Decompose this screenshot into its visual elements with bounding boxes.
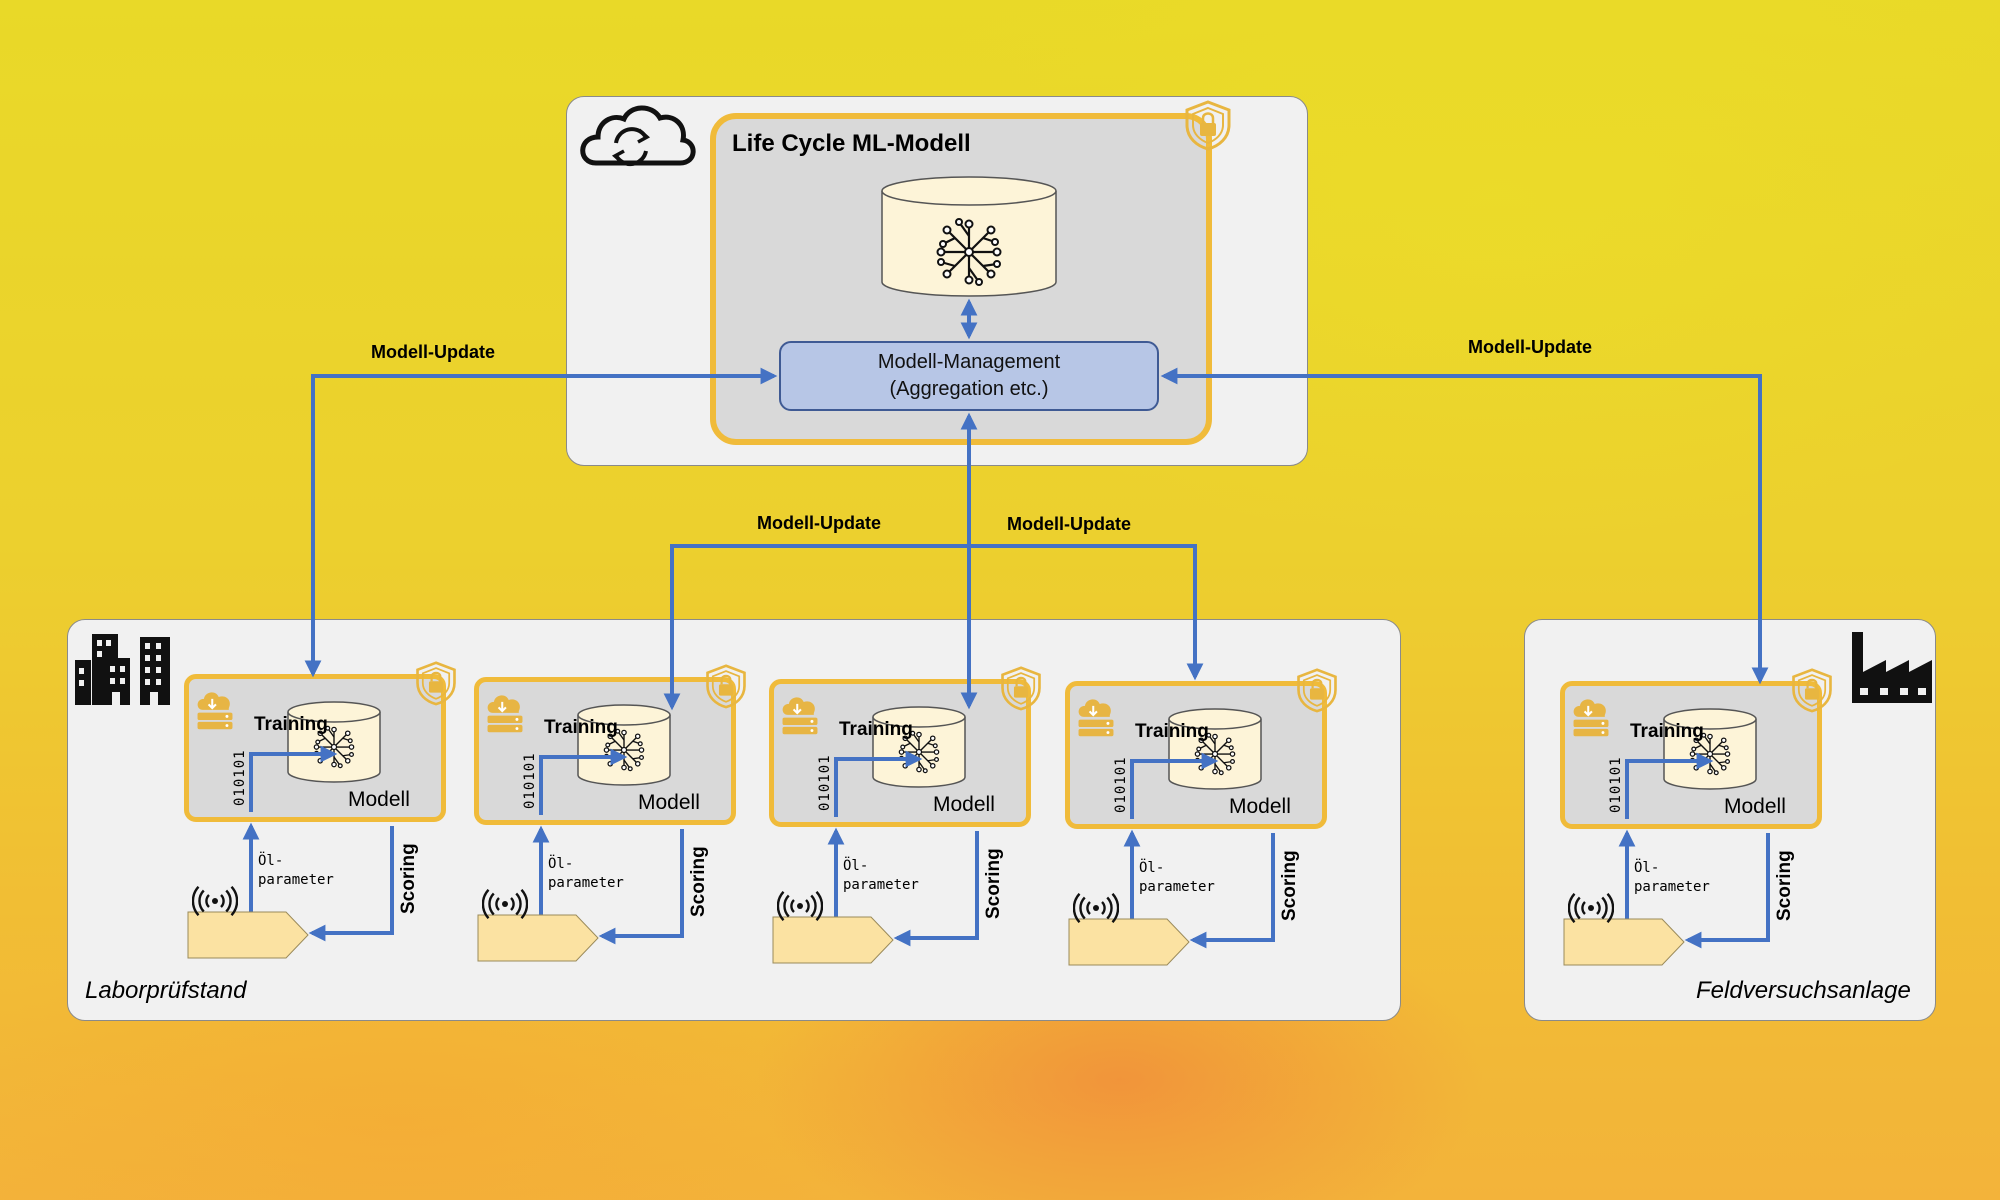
oil-parameter-label-1: Öl- — [1634, 860, 1660, 876]
training-arrow — [249, 745, 338, 812]
training-arrow — [1625, 752, 1714, 819]
update-label-left: Modell-Update — [371, 342, 495, 362]
shield-lock-icon — [706, 664, 746, 709]
training-label: Training — [1135, 721, 1209, 742]
shield-lock-icon — [1297, 668, 1337, 713]
modell-label: Modell — [1229, 795, 1291, 818]
sensor-wireless-icon — [777, 891, 823, 921]
shield-lock-icon — [1001, 666, 1041, 711]
training-arrow — [539, 748, 628, 815]
modell-label: Modell — [348, 788, 410, 811]
factory-icon — [1852, 632, 1932, 703]
binary-data-label: 010101 — [232, 749, 248, 806]
city-buildings-icon — [75, 634, 170, 705]
laboratory-label: Laborprüfstand — [85, 977, 247, 1004]
field-label: Feldversuchsanlage — [1696, 977, 1911, 1004]
sensor-tag-icon — [1563, 918, 1685, 966]
oil-parameter-label-1: Öl- — [1139, 860, 1165, 876]
oil-parameter-label-1: Öl- — [843, 858, 869, 874]
sensor-wireless-icon — [1568, 893, 1614, 923]
scoring-label: Scoring — [688, 846, 709, 917]
lifecycle-title: Life Cycle ML-Modell — [732, 130, 971, 157]
scoring-arrow — [308, 826, 394, 942]
sensor-tag-icon — [477, 914, 599, 962]
scoring-arrow — [598, 829, 684, 945]
modell-label: Modell — [933, 793, 995, 816]
oil-parameter-label-2: parameter — [1634, 879, 1710, 895]
shield-lock-icon — [1185, 100, 1231, 151]
shield-lock-icon — [416, 661, 456, 706]
update-label-center-right: Modell-Update — [1007, 514, 1131, 534]
training-arrow — [1130, 752, 1219, 819]
training-label: Training — [254, 714, 328, 735]
oil-parameter-label-1: Öl- — [258, 853, 284, 869]
oil-parameter-label-2: parameter — [843, 877, 919, 893]
training-label: Training — [1630, 721, 1704, 742]
scoring-arrow — [893, 831, 979, 947]
binary-data-label: 010101 — [1608, 756, 1624, 813]
update-label-right: Modell-Update — [1468, 337, 1592, 357]
cloud-sync-icon — [580, 105, 696, 167]
oil-parameter-label-1: Öl- — [548, 856, 574, 872]
scoring-label: Scoring — [983, 848, 1004, 919]
scoring-arrow — [1684, 833, 1770, 949]
modell-label: Modell — [638, 791, 700, 814]
binary-data-label: 010101 — [1113, 756, 1129, 813]
training-arrow — [834, 750, 923, 817]
oil-parameter-label-2: parameter — [258, 872, 334, 888]
cloud-server-icon — [196, 691, 234, 731]
oil-parameter-label-2: parameter — [1139, 879, 1215, 895]
cloud-server-icon — [781, 696, 819, 736]
sensor-tag-icon — [772, 916, 894, 964]
oil-parameter-label-2: parameter — [548, 875, 624, 891]
modell-label: Modell — [1724, 795, 1786, 818]
model-management-box[interactable]: Modell-Management (Aggregation etc.) — [779, 341, 1159, 411]
top-model-database — [881, 176, 1057, 297]
update-arrow-lab-1 — [304, 367, 778, 678]
scoring-label: Scoring — [1774, 850, 1795, 921]
binary-data-label: 010101 — [522, 752, 538, 809]
sensor-wireless-icon — [1073, 893, 1119, 923]
update-arrow-lab-2 — [663, 544, 969, 711]
scoring-arrow — [1189, 833, 1275, 949]
update-arrow-lab-4 — [969, 544, 1204, 681]
sensor-tag-icon — [187, 911, 309, 959]
cloud-server-icon — [1572, 698, 1610, 738]
neural-network-icon — [936, 217, 1002, 287]
binary-data-label: 010101 — [817, 754, 833, 811]
update-label-center-left: Modell-Update — [757, 513, 881, 533]
cloud-server-icon — [1077, 698, 1115, 738]
sensor-tag-icon — [1068, 918, 1190, 966]
sensor-wireless-icon — [482, 889, 528, 919]
scoring-label: Scoring — [398, 843, 419, 914]
cloud-server-icon — [486, 694, 524, 734]
training-label: Training — [544, 717, 618, 738]
model-management-sublabel: (Aggregation etc.) — [889, 378, 1049, 400]
training-label: Training — [839, 719, 913, 740]
scoring-label: Scoring — [1279, 850, 1300, 921]
model-management-label: Modell-Management — [877, 351, 1061, 373]
shield-lock-icon — [1792, 668, 1832, 713]
sensor-wireless-icon — [192, 886, 238, 916]
update-arrow-field-1 — [1160, 367, 1769, 685]
